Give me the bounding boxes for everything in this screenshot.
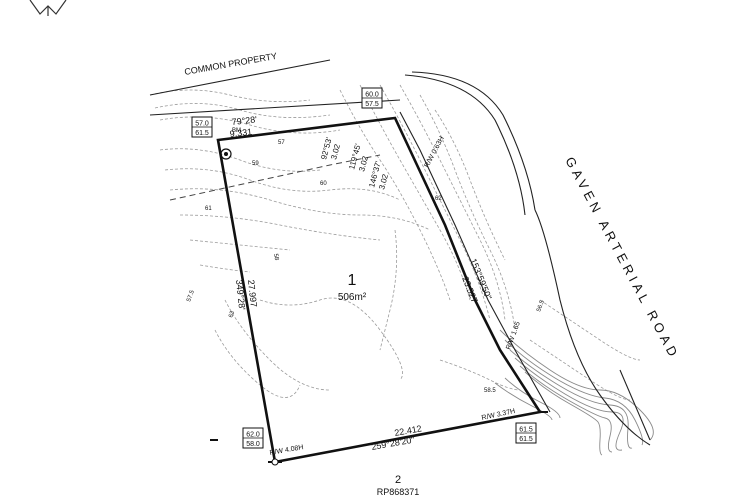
adjacent-lot-number: 2 [395,474,401,486]
svg-text:57.0: 57.0 [195,121,209,128]
distance-top: 9.331 [229,127,252,139]
distance-left: 27.997 [246,279,259,307]
distance-bottom: 22.412 [394,423,423,438]
svg-text:58.0: 58.0 [246,441,260,448]
frontage-line [399,111,551,413]
svg-text:63: 63 [228,310,236,319]
adjacent-lot-plan: RP868371 [377,487,420,497]
svg-text:58: 58 [272,253,279,261]
bm-label: BM [232,128,241,134]
dashed-offset-line [169,154,381,201]
svg-text:60: 60 [320,181,327,187]
rw-note-bottom-left: R/W 4.08H [269,444,304,457]
svg-text:61.5: 61.5 [519,427,533,434]
level-box-top: 60.0 57.5 [361,87,383,109]
level-box-br: 61.5 61.5 [515,422,537,444]
north-arrow-icon [29,0,67,16]
bearing-left: 349°28' [234,279,247,311]
distance-seg-a: 3.02 [377,173,390,191]
svg-text:57: 57 [278,140,285,146]
lot-1-boundary [216,116,543,464]
svg-text:58.5: 58.5 [484,388,496,394]
contour-labels: 57.5 58 59 60 61 62 63 56.5 57 58.5 [186,140,546,394]
svg-text:61.5: 61.5 [519,436,533,443]
svg-text:60.0: 60.0 [365,92,379,99]
level-box-tl: 57.0 61.5 [191,116,213,138]
rw-note-right: R/W 0.63H [424,135,446,169]
road-name: GAVEN ARTERIAL ROAD [562,154,682,362]
svg-text:61: 61 [205,206,212,212]
lot-area: 506m² [338,292,367,303]
svg-text:56.5: 56.5 [536,299,546,313]
svg-text:62: 62 [435,196,442,202]
distance-seg-b: 3.02 [357,155,370,173]
contour-lines [149,84,641,401]
svg-text:59: 59 [252,161,259,167]
bench-mark-icon [220,148,232,160]
svg-text:61.5: 61.5 [195,130,209,137]
common-property-line [149,59,331,96]
svg-text:57.5: 57.5 [365,101,379,108]
road-edges [404,71,651,446]
corner-peg [271,458,279,466]
level-box-bl: 62.0 58.0 [242,427,264,449]
distance-seg-c: 3.02 [329,143,342,161]
svg-text:57.5: 57.5 [186,289,196,303]
bearing-top: 79°28' [231,114,258,127]
svg-text:62.0: 62.0 [246,432,260,439]
bearing-bottom: 259°28'20" [371,435,416,452]
upper-boundary-line [149,99,401,116]
lot-number: 1 [348,272,357,289]
steep-contours [494,329,654,456]
